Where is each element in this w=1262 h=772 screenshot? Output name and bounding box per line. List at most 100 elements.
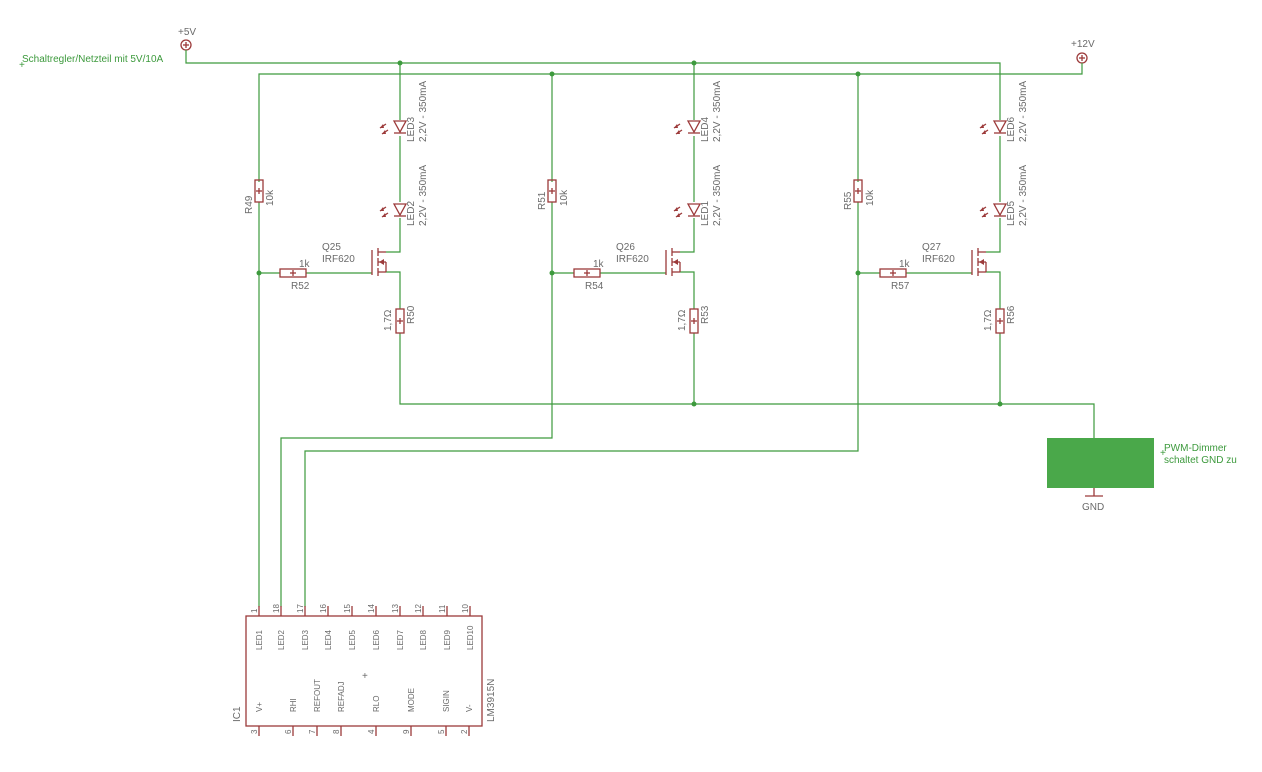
ic-pin-name: V+ — [255, 702, 264, 712]
ic-pin-name: SIGIN — [442, 690, 451, 712]
r52 — [279, 268, 307, 278]
r53 — [689, 308, 699, 334]
r56-name: R56 — [1006, 305, 1017, 324]
led6-name: LED6 — [1006, 117, 1017, 142]
ic-pin-number: 1 — [250, 608, 259, 613]
r50-name: R50 — [406, 305, 417, 324]
ic-pin-number: 9 — [402, 729, 411, 734]
ic-pin-vplus: 3 V+ — [250, 702, 264, 736]
led2-name: LED2 — [406, 201, 417, 226]
ic-pin-vminus: 2V- — [460, 704, 474, 736]
supply-12v: +12V — [1071, 39, 1095, 64]
ic-pin-name: REFADJ — [337, 681, 346, 712]
r56-value: 1,7Ω — [983, 309, 994, 331]
pwm-dimmer-module: GND — [1047, 438, 1154, 513]
led3-value: 2,2V - 350mA — [418, 81, 429, 142]
led4-value: 2,2V - 350mA — [712, 81, 723, 142]
led1-value: 2,2V - 350mA — [712, 165, 723, 226]
ic-pin-name: LED4 — [324, 629, 333, 650]
q27-value: IRF620 — [922, 254, 955, 265]
ic-pin-sigin: 5 SIGIN — [437, 690, 451, 736]
r51 — [547, 179, 557, 203]
dimmer-note-1: PWM-Dimmer — [1164, 443, 1227, 454]
ic-pin-number: 18 — [272, 604, 281, 613]
r55 — [853, 179, 863, 203]
q26-value: IRF620 — [616, 254, 649, 265]
r57-name: R57 — [891, 281, 910, 292]
ic-pin-number: 13 — [391, 604, 400, 613]
svg-text:+: + — [362, 671, 368, 682]
ic-pin-name: LED7 — [396, 629, 405, 650]
supply-5v: +5V — [178, 27, 196, 51]
ic1-part: LM3915N — [486, 679, 497, 722]
q26-name: Q26 — [616, 242, 635, 253]
led1-name: LED1 — [700, 201, 711, 226]
ic-pin-name: LED3 — [301, 629, 310, 650]
led2 — [379, 203, 408, 218]
r54-name: R54 — [585, 281, 604, 292]
r54 — [573, 268, 601, 278]
r50-value: 1,7Ω — [383, 309, 394, 331]
ic-pin-name: LED9 — [443, 629, 452, 650]
q27-name: Q27 — [922, 242, 941, 253]
rail-5v — [185, 50, 1001, 120]
ic-pin-number: 15 — [343, 604, 352, 613]
ic-pin-name: LED2 — [277, 629, 286, 650]
q25-name: Q25 — [322, 242, 341, 253]
q27-mosfet — [971, 248, 987, 276]
stage-3: LED6 2,2V - 350mA LED5 2,2V - 350mA R55 … — [304, 74, 1029, 607]
ic-pin-number: 10 — [461, 604, 470, 613]
led5-value: 2,2V - 350mA — [1018, 165, 1029, 226]
q25-value: IRF620 — [322, 254, 355, 265]
r49 — [254, 179, 264, 203]
r57-value: 1k — [899, 259, 911, 270]
led4-name: LED4 — [700, 117, 711, 142]
led6 — [979, 120, 1008, 135]
psu-note: Schaltregler/Netzteil mit 5V/10A — [22, 54, 164, 65]
r55-value: 10k — [865, 189, 876, 206]
ic-pin-number: 4 — [367, 729, 376, 734]
led4 — [673, 120, 702, 135]
led5-name: LED5 — [1006, 201, 1017, 226]
ic1-name: IC1 — [232, 706, 243, 722]
ic-pin-number: 5 — [437, 729, 446, 734]
ic-pin-name: LED6 — [372, 629, 381, 650]
r52-name: R52 — [291, 281, 310, 292]
r53-name: R53 — [700, 305, 711, 324]
ic-pin-name: RHI — [289, 698, 298, 712]
led5 — [979, 203, 1008, 218]
ic-pin-number: 3 — [250, 729, 259, 734]
r54-value: 1k — [593, 259, 605, 270]
r53-value: 1,7Ω — [677, 309, 688, 331]
ic-pin-name: LED1 — [255, 629, 264, 650]
ic-pin-name: LED8 — [419, 629, 428, 650]
rail-12v — [258, 63, 1083, 182]
ic-pin-name: MODE — [407, 688, 416, 712]
ic-pin-number: 12 — [414, 604, 423, 613]
svg-text:+: + — [19, 60, 25, 71]
supply-12v-label: +12V — [1071, 39, 1095, 50]
ic-pin-name: LED10 — [466, 625, 475, 650]
ic-pin-number: 16 — [319, 604, 328, 613]
ic-pin-mode: 9 MODE — [402, 688, 416, 736]
led3-name: LED3 — [406, 117, 417, 142]
gnd-label: GND — [1082, 502, 1104, 513]
stage-1: LED3 2,2V - 350mA LED2 2,2V - 350mA R49 … — [244, 63, 1095, 607]
ic-pin-number: 11 — [438, 604, 447, 613]
r57 — [879, 268, 907, 278]
r50 — [395, 308, 405, 334]
r55-name: R55 — [843, 191, 854, 210]
